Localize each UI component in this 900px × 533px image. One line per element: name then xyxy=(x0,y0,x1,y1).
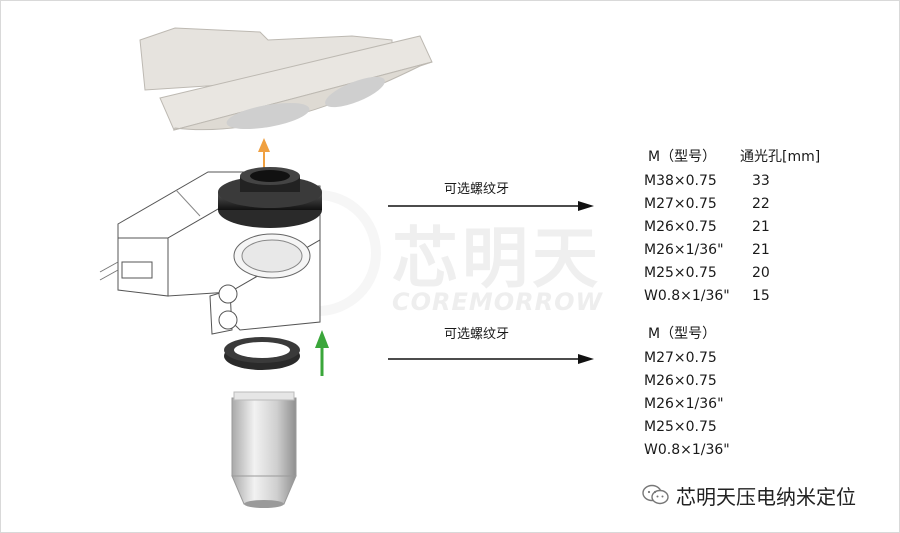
bottom-row-model: M26×0.75 xyxy=(644,373,717,389)
top-row-aperture: 33 xyxy=(752,173,770,189)
top-row-aperture: 21 xyxy=(752,219,770,235)
bottom-row-model: W0.8×1/36" xyxy=(644,442,730,458)
top-row-aperture: 22 xyxy=(752,196,770,212)
bottom-row-model: M25×0.75 xyxy=(644,419,717,435)
top-row-aperture: 21 xyxy=(752,242,770,258)
top-table-header-aperture: 通光孔[mm] xyxy=(740,149,821,165)
watermark-english: COREMORROW xyxy=(392,288,604,316)
wechat-icon xyxy=(642,484,669,505)
turret-plate xyxy=(139,27,433,131)
top-table-header-model: M（型号） xyxy=(648,149,717,165)
up-arrow-green xyxy=(315,330,329,376)
top-arrow-label: 可选螺纹牙 xyxy=(444,182,510,197)
top-row-aperture: 20 xyxy=(752,265,770,281)
arrow-right-top xyxy=(388,201,594,211)
threaded-adapter-top xyxy=(218,167,322,228)
top-row-model: M25×0.75 xyxy=(644,265,717,281)
watermark-chinese: 芯明天 xyxy=(392,220,602,297)
bottom-row-model: M26×1/36" xyxy=(644,396,724,412)
top-row-model: M38×0.75 xyxy=(644,173,717,189)
top-row-aperture: 15 xyxy=(752,288,770,304)
objective-lens xyxy=(231,391,297,508)
bottom-table-header-model: M（型号） xyxy=(648,326,717,342)
bottom-row-model: M27×0.75 xyxy=(644,350,717,366)
top-row-model: M26×1/36" xyxy=(644,242,724,258)
brand-name: 芯明天压电纳米定位 xyxy=(676,485,856,509)
up-arrow-orange xyxy=(258,138,270,170)
thread-ring xyxy=(224,337,300,370)
bottom-arrow-label: 可选螺纹牙 xyxy=(444,327,510,342)
top-row-model: M26×0.75 xyxy=(644,219,717,235)
top-row-model: W0.8×1/36" xyxy=(644,288,730,304)
arrow-right-bottom xyxy=(388,354,594,364)
top-row-model: M27×0.75 xyxy=(644,196,717,212)
